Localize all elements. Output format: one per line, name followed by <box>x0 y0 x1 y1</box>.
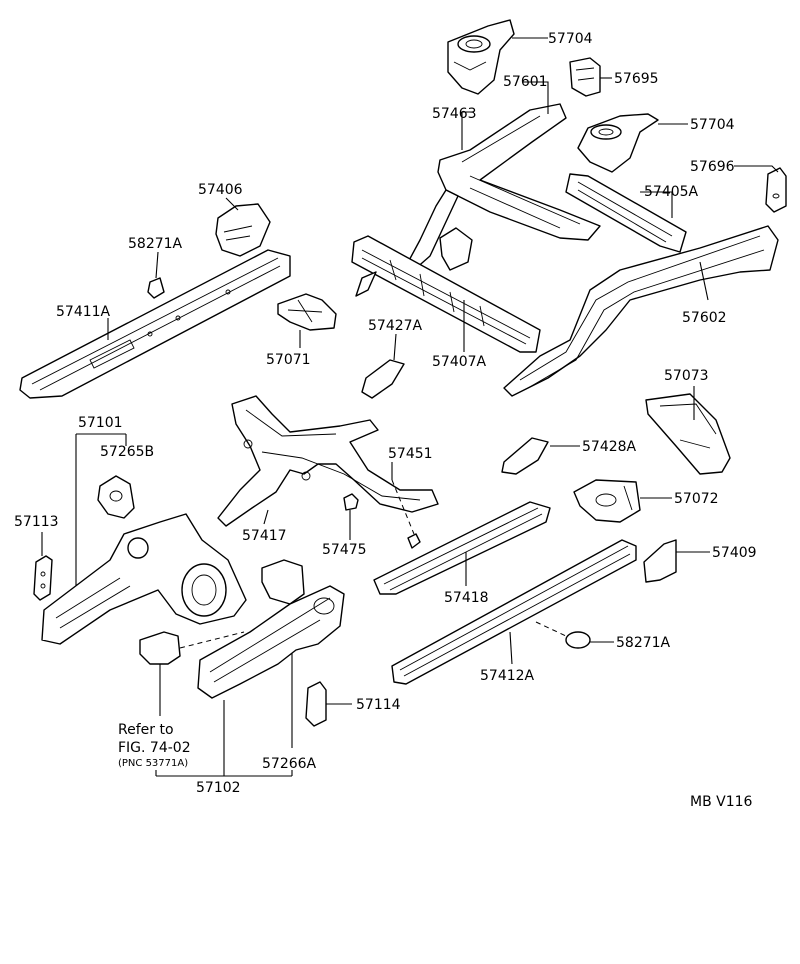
label-refer-pnc: (PNC 53771A) <box>118 758 188 769</box>
part-57409 <box>643 539 677 583</box>
label-57428A: 57428A <box>582 439 637 455</box>
part-57411A <box>19 249 291 399</box>
part-57101 <box>41 513 247 645</box>
label-57418: 57418 <box>444 590 489 606</box>
part-57695 <box>569 57 601 97</box>
label-57406: 57406 <box>198 182 243 198</box>
part-57071 <box>277 293 337 331</box>
part-57475 <box>343 493 359 511</box>
label-57427A: 57427A <box>368 318 423 334</box>
label-57409: 57409 <box>712 545 757 561</box>
label-57407A: 57407A <box>432 354 487 370</box>
label-57405A: 57405A <box>644 184 699 200</box>
part-57601-57463 <box>405 103 601 271</box>
label-57451: 57451 <box>388 446 433 462</box>
label-57071: 57071 <box>266 352 311 368</box>
label-refer-fig: FIG. 74-02 <box>118 740 191 756</box>
part-57407A <box>351 235 541 353</box>
part-57101-bracket <box>75 433 127 592</box>
part-refer-bracket <box>139 631 181 665</box>
part-57602 <box>503 225 779 397</box>
part-57412A <box>391 539 637 685</box>
part-57427A <box>361 359 405 399</box>
part-57405A <box>565 173 687 253</box>
part-57417 <box>217 395 439 527</box>
label-57602: 57602 <box>682 310 727 326</box>
label-58271A-right: 58271A <box>616 635 671 651</box>
part-57704-top <box>447 19 515 95</box>
part-57114 <box>305 681 327 727</box>
part-57406 <box>215 203 271 257</box>
label-57266A: 57266A <box>262 756 317 772</box>
diagram-code: MB V116 <box>690 794 753 810</box>
part-57418 <box>373 501 551 595</box>
label-57601: 57601 <box>503 74 548 90</box>
label-57463: 57463 <box>432 106 477 122</box>
label-57704-top: 57704 <box>548 31 593 47</box>
label-57475: 57475 <box>322 542 367 558</box>
part-57451-fastener <box>407 533 421 549</box>
label-57695: 57695 <box>614 71 659 87</box>
part-57072 <box>573 479 641 523</box>
label-57412A: 57412A <box>480 668 535 684</box>
part-58271A-right <box>565 631 591 649</box>
part-57696 <box>765 167 787 213</box>
label-57417: 57417 <box>242 528 287 544</box>
label-58271A-left: 58271A <box>128 236 183 252</box>
part-57265B <box>97 475 135 519</box>
label-57696: 57696 <box>690 159 735 175</box>
part-57073 <box>645 393 731 475</box>
part-57266A <box>261 559 305 605</box>
label-57265B: 57265B <box>100 444 154 460</box>
label-57113: 57113 <box>14 514 59 530</box>
label-57411A: 57411A <box>56 304 111 320</box>
label-57704-right: 57704 <box>690 117 735 133</box>
label-57101: 57101 <box>78 415 123 431</box>
part-57704-right <box>577 113 659 173</box>
part-57428A <box>501 437 549 475</box>
label-57073: 57073 <box>664 368 709 384</box>
label-57114: 57114 <box>356 697 401 713</box>
label-57102: 57102 <box>196 780 241 796</box>
part-57113 <box>33 555 53 601</box>
part-57102 <box>197 585 345 699</box>
label-refer-to: Refer to <box>118 722 174 738</box>
label-57072: 57072 <box>674 491 719 507</box>
part-58271A-left <box>147 277 165 299</box>
